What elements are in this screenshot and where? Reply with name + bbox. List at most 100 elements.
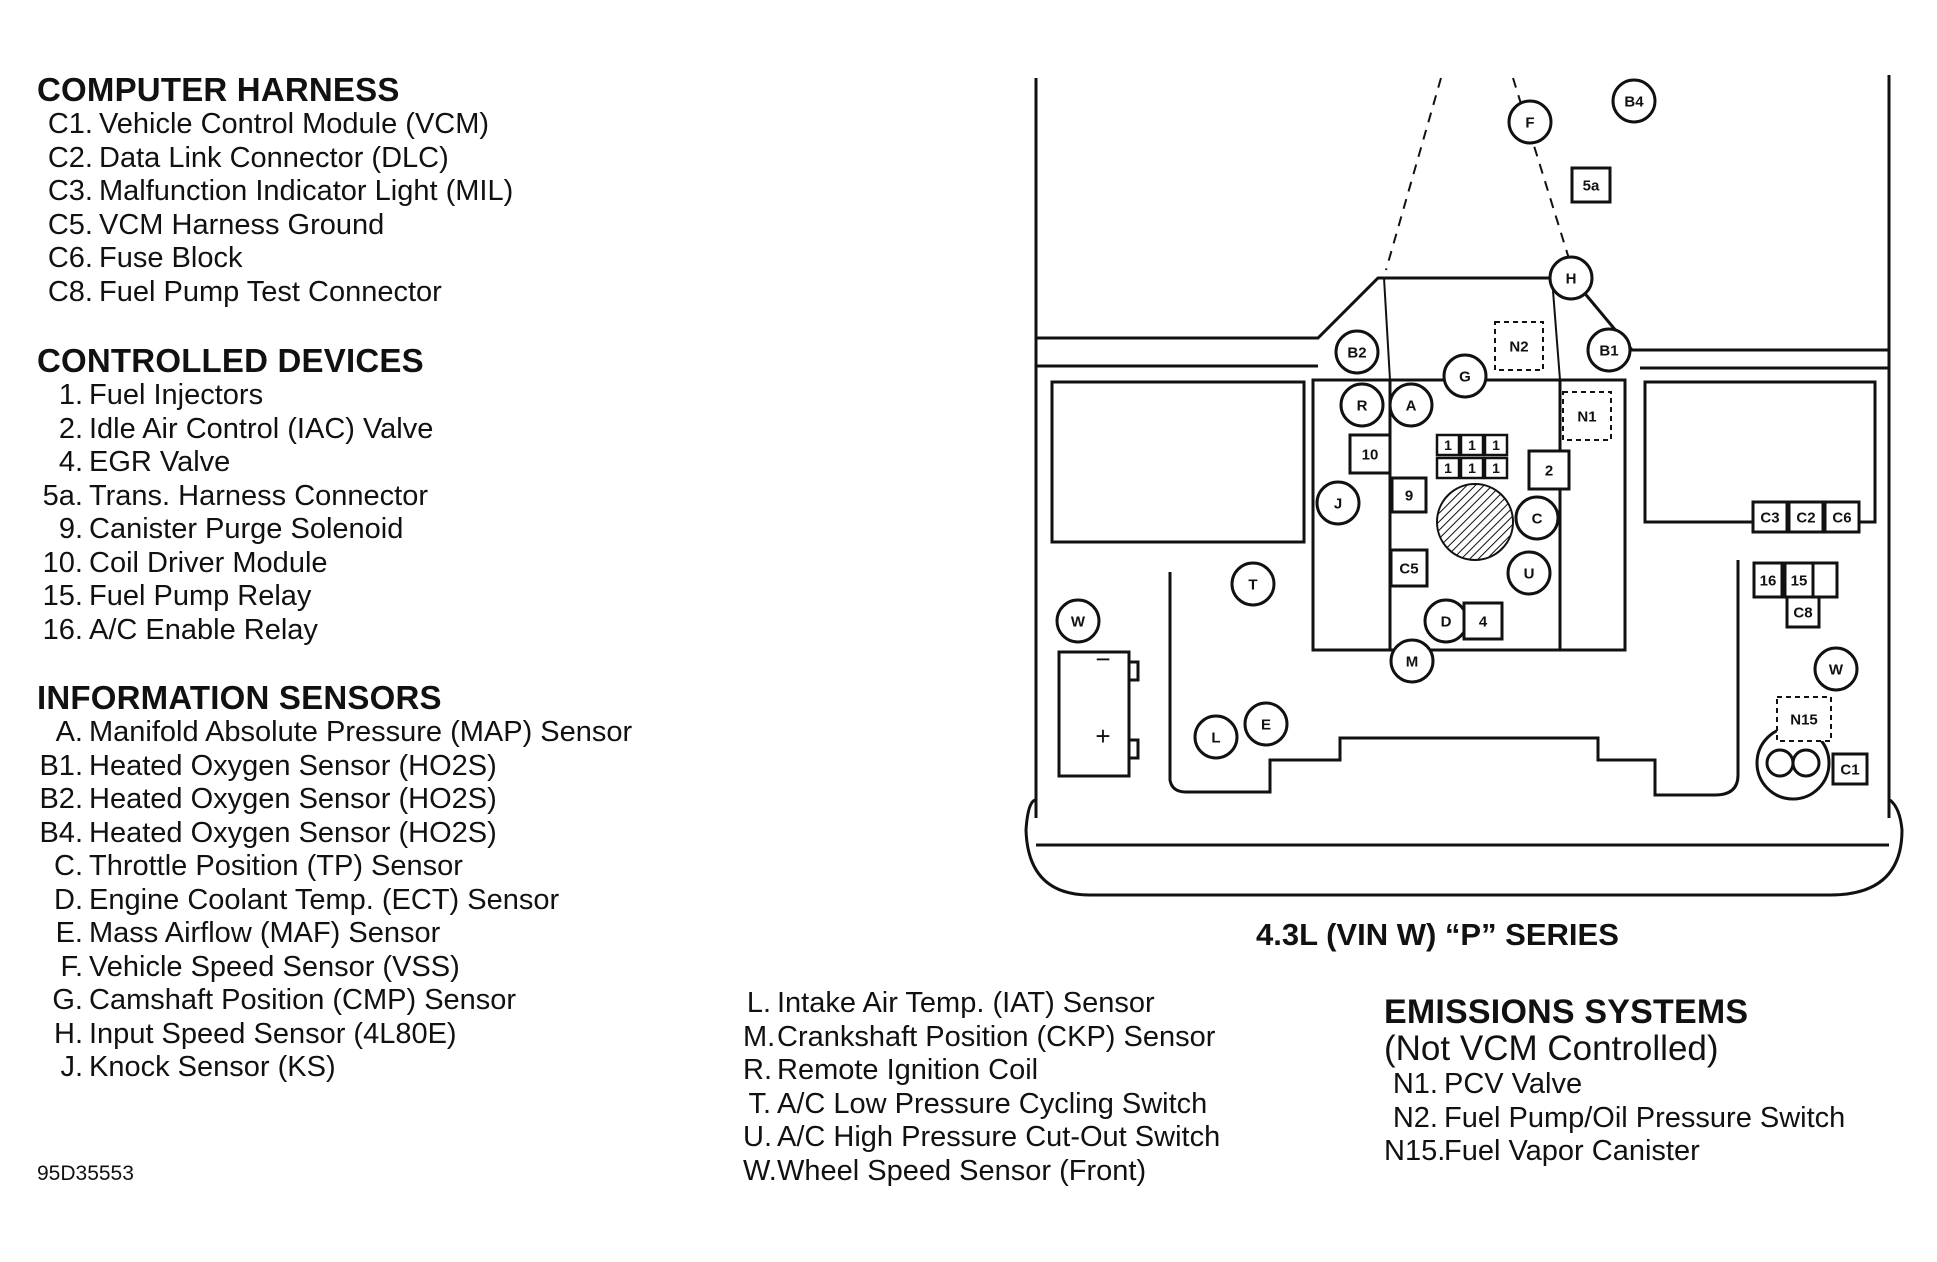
legend-item-label: Fuel Injectors	[89, 379, 264, 411]
legend-item: 10.Coil Driver Module	[37, 547, 433, 581]
legend-item-code: N1.	[1392, 1068, 1438, 1100]
legend-item: 16.A/C Enable Relay	[37, 614, 433, 648]
information-sensors-legend: INFORMATION SENSORS A.Manifold Absolute …	[37, 680, 632, 1085]
sensor-marker-circle	[1442, 353, 1488, 399]
device-marker-label: C2	[1796, 509, 1815, 526]
device-marker-label: C5	[1399, 560, 1418, 577]
device-marker-box	[1831, 752, 1869, 786]
sensor-marker-label: G	[1459, 368, 1471, 385]
sensor-marker-circle	[1514, 495, 1560, 541]
legend-item: N2.Fuel Pump/Oil Pressure Switch	[1384, 1102, 1845, 1136]
legend-item-label: Camshaft Position (CMP) Sensor	[89, 984, 517, 1016]
legend-item-label: Vehicle Speed Sensor (VSS)	[89, 950, 460, 983]
emissions-marker-box	[1562, 391, 1612, 441]
legend-item: 4.EGR Valve	[37, 446, 433, 480]
legend-item-label: Vehicle Control Module (VCM)	[99, 108, 490, 140]
legend-item-label: EGR Valve	[89, 446, 231, 478]
device-marker-label: 10	[1362, 446, 1379, 463]
device-marker-box	[1752, 561, 1784, 599]
legend-item-code: C3.	[47, 175, 93, 207]
legend-item: D.Engine Coolant Temp. (ECT) Sensor	[37, 884, 632, 918]
device-marker-label: C3	[1760, 509, 1779, 526]
legend-item-label: Heated Oxygen Sensor (HO2S)	[89, 816, 497, 849]
sensor-marker-label: E	[1261, 716, 1271, 733]
device-marker-box	[1787, 500, 1825, 534]
legend-item-label: Fuel Pump Test Connector	[99, 275, 442, 308]
legend-item-code: C1.	[47, 108, 93, 140]
fuel-injector-label: 1	[1468, 437, 1476, 453]
device-marker-box	[1570, 166, 1612, 204]
legend-item-label: Crankshaft Position (CKP) Sensor	[777, 1020, 1216, 1053]
legend-item-code: C2.	[47, 141, 93, 174]
legend-item: F.Vehicle Speed Sensor (VSS)	[37, 951, 632, 985]
fuel-injector-box	[1459, 456, 1485, 480]
sensor-marker-circle	[1315, 480, 1361, 526]
fuel-injector-label: 1	[1444, 460, 1452, 476]
computer-harness-legend: COMPUTER HARNESS C1.Vehicle Control Modu…	[37, 72, 513, 309]
computer-harness-title: COMPUTER HARNESS	[37, 71, 400, 108]
device-marker-label: C8	[1793, 604, 1812, 621]
legend-item: 2.Idle Air Control (IAC) Valve	[37, 412, 434, 447]
device-marker-box	[1390, 476, 1428, 514]
legend-item-label: Coil Driver Module	[89, 546, 328, 579]
driveshaft-lines	[1385, 77, 1571, 271]
legend-item: C3.Malfunction Indicator Light (MIL)	[37, 175, 513, 209]
legend-item-code: U.	[743, 1121, 772, 1153]
legend-item: C.Throttle Position (TP) Sensor	[37, 850, 632, 884]
battery-terminal-sign: +	[1095, 721, 1110, 751]
legend-item: R.Remote Ignition Coil	[743, 1054, 1220, 1088]
sensor-marker-label: U	[1524, 565, 1535, 582]
sensor-marker-label: M	[1406, 653, 1419, 670]
legend-item-code: A.	[55, 716, 83, 748]
sensor-marker-circle	[1548, 255, 1594, 301]
emissions-systems-title: EMISSIONS SYSTEMS	[1384, 993, 1749, 1031]
sensor-marker-label: T	[1248, 576, 1257, 593]
legend-item: C6.Fuse Block	[37, 242, 513, 276]
legend-item-label: A/C High Pressure Cut-Out Switch	[777, 1121, 1221, 1153]
legend-item-code: T.	[748, 1087, 771, 1120]
legend-item-label: VCM Harness Ground	[99, 208, 385, 241]
sensor-marker-label: R	[1357, 397, 1368, 414]
legend-item-code: 5a.	[42, 479, 83, 512]
sensor-marker-circle	[1243, 701, 1289, 747]
legend-item-label: Engine Coolant Temp. (ECT) Sensor	[89, 883, 560, 916]
emissions-marker-label: N15	[1790, 711, 1818, 728]
fuel-injector-label: 1	[1492, 460, 1500, 476]
sensor-marker-circle	[1230, 561, 1276, 607]
legend-item-label: A/C Low Pressure Cycling Switch	[777, 1087, 1208, 1120]
legend-item: N15.Fuel Vapor Canister	[1384, 1135, 1845, 1169]
device-marker-box	[1783, 561, 1815, 599]
sensor-marker-circle	[1334, 329, 1380, 375]
device-marker-label: C6	[1832, 509, 1851, 526]
distributor	[1436, 483, 1514, 561]
reference-number: 95D35553	[37, 1162, 134, 1185]
emissions-marker-label: N1	[1577, 408, 1596, 425]
legend-item: B4.Heated Oxygen Sensor (HO2S)	[37, 817, 632, 851]
legend-item-code: 2.	[58, 412, 83, 445]
legend-item: U.A/C High Pressure Cut-Out Switch	[743, 1121, 1220, 1155]
legend-item: A.Manifold Absolute Pressure (MAP) Senso…	[37, 716, 633, 750]
legend-item-label: Knock Sensor (KS)	[89, 1051, 336, 1083]
legend-item: C5.VCM Harness Ground	[37, 209, 513, 243]
fuel-injector-box	[1435, 456, 1461, 480]
fuel-injector-label: 1	[1492, 437, 1500, 453]
device-marker-label: 2	[1545, 462, 1553, 479]
legend-item: M.Crankshaft Position (CKP) Sensor	[743, 1021, 1220, 1055]
legend-item-label: Manifold Absolute Pressure (MAP) Sensor	[89, 716, 633, 748]
legend-item-code: 10.	[42, 546, 83, 579]
legend-item-code: N15.	[1384, 1135, 1446, 1167]
legend-item-label: Throttle Position (TP) Sensor	[89, 850, 463, 882]
legend-item-code: L.	[746, 987, 771, 1019]
sensor-marker-circle	[1813, 646, 1859, 692]
legend-item-code: M.	[743, 1020, 776, 1053]
legend-item-label: Mass Airflow (MAF) Sensor	[89, 917, 441, 949]
legend-item-code: 16.	[42, 613, 83, 646]
battery-polarity-labels: −+	[1095, 644, 1110, 751]
fuel-injector-label: 1	[1468, 460, 1476, 476]
legend-item: H.Input Speed Sensor (4L80E)	[37, 1018, 632, 1052]
sensor-marker-label: W	[1071, 613, 1086, 630]
